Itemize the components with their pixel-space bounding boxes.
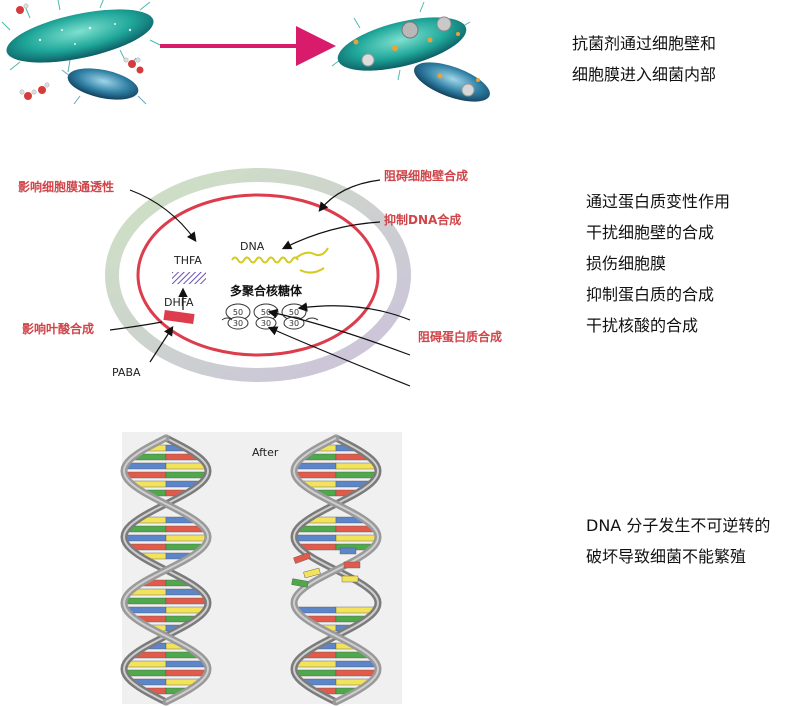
cell-wall — [105, 168, 411, 382]
caption-line: 抗菌剂通过细胞壁和 — [572, 34, 717, 53]
antibacterial-particles — [353, 16, 460, 67]
dna-helix-before — [120, 434, 212, 706]
caption-line: 干扰细胞壁的合成 — [586, 223, 715, 242]
ribosome-small-label: 30 — [233, 319, 243, 328]
ribosome: 50 30 — [225, 303, 251, 330]
base-pair — [123, 597, 167, 605]
caption-line: 通过蛋白质变性作用 — [586, 192, 731, 211]
base-pair — [165, 669, 208, 677]
base-pair — [335, 534, 379, 542]
bacterium-right-large — [331, 1, 471, 81]
label-membrane-permeability: 影响细胞膜通透性 — [18, 180, 115, 194]
ribosomes: 50 30 50 30 50 30 — [221, 303, 319, 330]
caption-line: 细胞膜进入细菌内部 — [572, 65, 717, 84]
dna-strand — [231, 247, 329, 274]
label-after: After — [252, 446, 279, 459]
ribosome: 50 30 — [253, 303, 279, 330]
caption-line: DNA 分子发生不可逆转的 — [586, 516, 771, 535]
base-pair — [123, 534, 167, 542]
label-folate-synthesis: 影响叶酸合成 — [22, 322, 95, 336]
base-pair — [293, 534, 337, 542]
caption-line: 破坏导致细菌不能繁殖 — [586, 547, 747, 566]
base-pair — [165, 471, 208, 479]
caption-entry: 抗菌剂通过细胞壁和 细胞膜进入细菌内部 — [572, 28, 716, 90]
bacteria-section: 抗菌剂通过细胞壁和 细胞膜进入细菌内部 — [0, 0, 794, 120]
caption-mechanisms: 通过蛋白质变性作用 干扰细胞壁的合成 损伤细胞膜 抑制蛋白质的合成 干扰核酸的合… — [586, 186, 730, 341]
label-dhfa: DHFA — [164, 296, 194, 309]
cell-diagram: 50 30 50 30 50 30 — [105, 168, 411, 387]
cell-membrane — [136, 193, 380, 357]
caption-line: 干扰核酸的合成 — [586, 316, 699, 335]
base-pair — [335, 471, 378, 479]
mechanism-section: 50 30 50 30 50 30 — [0, 150, 794, 400]
base-pair — [165, 534, 209, 542]
base-pair — [165, 660, 208, 668]
label-paba: PABA — [112, 366, 141, 379]
ribosome-large-label: 50 — [289, 308, 299, 317]
broken-base-fragment — [339, 547, 357, 555]
base-pair — [335, 660, 378, 668]
ribosome-small-label: 30 — [261, 319, 271, 328]
broken-base-fragment — [303, 567, 321, 579]
broken-base-fragment — [341, 575, 359, 583]
base-pair — [294, 462, 337, 470]
base-pair — [335, 462, 378, 470]
base-pair — [124, 669, 167, 677]
base-pair — [294, 669, 337, 677]
base-pair — [294, 660, 337, 668]
label-thfa: THFA — [174, 254, 202, 267]
caption-line: 损伤细胞膜 — [586, 254, 667, 273]
label-protein-synthesis: 阻碍蛋白质合成 — [418, 330, 503, 344]
broken-base-fragment — [293, 552, 311, 564]
bacteria-illustration — [1, 0, 490, 105]
label-dna-synthesis: 抑制DNA合成 — [384, 213, 462, 227]
dna-helix-after — [290, 434, 382, 706]
thfa-block — [172, 272, 206, 284]
ribosome-small-label: 30 — [289, 319, 299, 328]
base-pair — [165, 597, 209, 605]
caption-line: 抑制蛋白质的合成 — [586, 285, 715, 304]
base-pair — [124, 660, 167, 668]
base-pair — [124, 471, 167, 479]
base-pair — [335, 669, 378, 677]
label-dna: DNA — [240, 240, 265, 253]
molecules-left — [16, 3, 144, 100]
broken-base-fragment — [343, 561, 361, 569]
broken-base-fragment — [291, 578, 309, 588]
dna-section: After DNA 分子发生不可逆转的 破坏导致细菌不能繁殖 — [0, 430, 794, 706]
label-polysome: 多聚合核糖体 — [230, 284, 303, 298]
dna-helix-illustration — [120, 434, 382, 706]
base-pair — [294, 471, 337, 479]
caption-dna-damage: DNA 分子发生不可逆转的 破坏导致细菌不能繁殖 — [586, 510, 770, 572]
ribosome-large-label: 50 — [261, 308, 271, 317]
bacterium-right-small — [414, 62, 490, 102]
dhfa-block — [163, 309, 195, 325]
ribosome-large-label: 50 — [233, 308, 243, 317]
label-cell-wall-synthesis: 阻碍细胞壁合成 — [384, 169, 469, 183]
base-pair — [165, 462, 208, 470]
base-pair — [124, 462, 167, 470]
bacterium-left-large — [1, 0, 161, 73]
annotation-arrows — [109, 179, 411, 387]
